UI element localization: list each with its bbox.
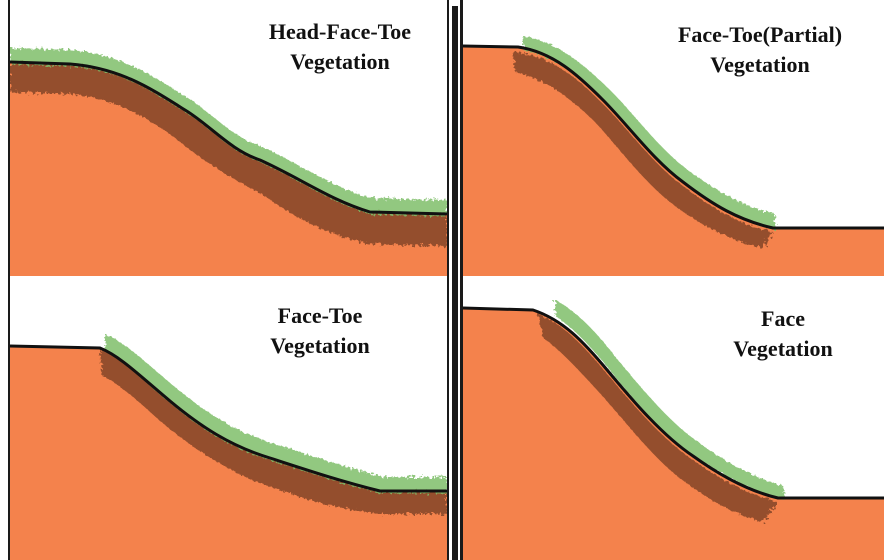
title-line-2: Vegetation	[645, 50, 875, 80]
panel-face: Face Vegetation	[463, 286, 884, 560]
panel-face-toe-partial: Face-Toe(Partial) Vegetation	[463, 0, 884, 276]
title-line-1: Face-Toe	[240, 301, 400, 331]
panel-title: Face Vegetation	[703, 304, 863, 364]
title-line-2: Vegetation	[245, 47, 435, 77]
panel-title: Face-Toe(Partial) Vegetation	[645, 20, 875, 80]
horizontal-divider-right	[463, 276, 884, 286]
panel-border-left	[8, 0, 10, 560]
panel-border-far-right	[460, 0, 463, 560]
title-line-1: Face	[703, 304, 863, 334]
title-line-2: Vegetation	[703, 334, 863, 364]
panel-title: Head-Face-Toe Vegetation	[245, 17, 435, 77]
horizontal-divider-left	[10, 276, 447, 286]
title-line-2: Vegetation	[240, 331, 400, 361]
panel-head-face-toe: Head-Face-Toe Vegetation	[10, 0, 447, 276]
title-line-1: Head-Face-Toe	[245, 17, 435, 47]
panel-face-toe: Face-Toe Vegetation	[10, 286, 447, 560]
panel-border-right	[447, 0, 449, 560]
vertical-divider	[452, 6, 458, 560]
panel-title: Face-Toe Vegetation	[240, 301, 400, 361]
title-line-1: Face-Toe(Partial)	[645, 20, 875, 50]
